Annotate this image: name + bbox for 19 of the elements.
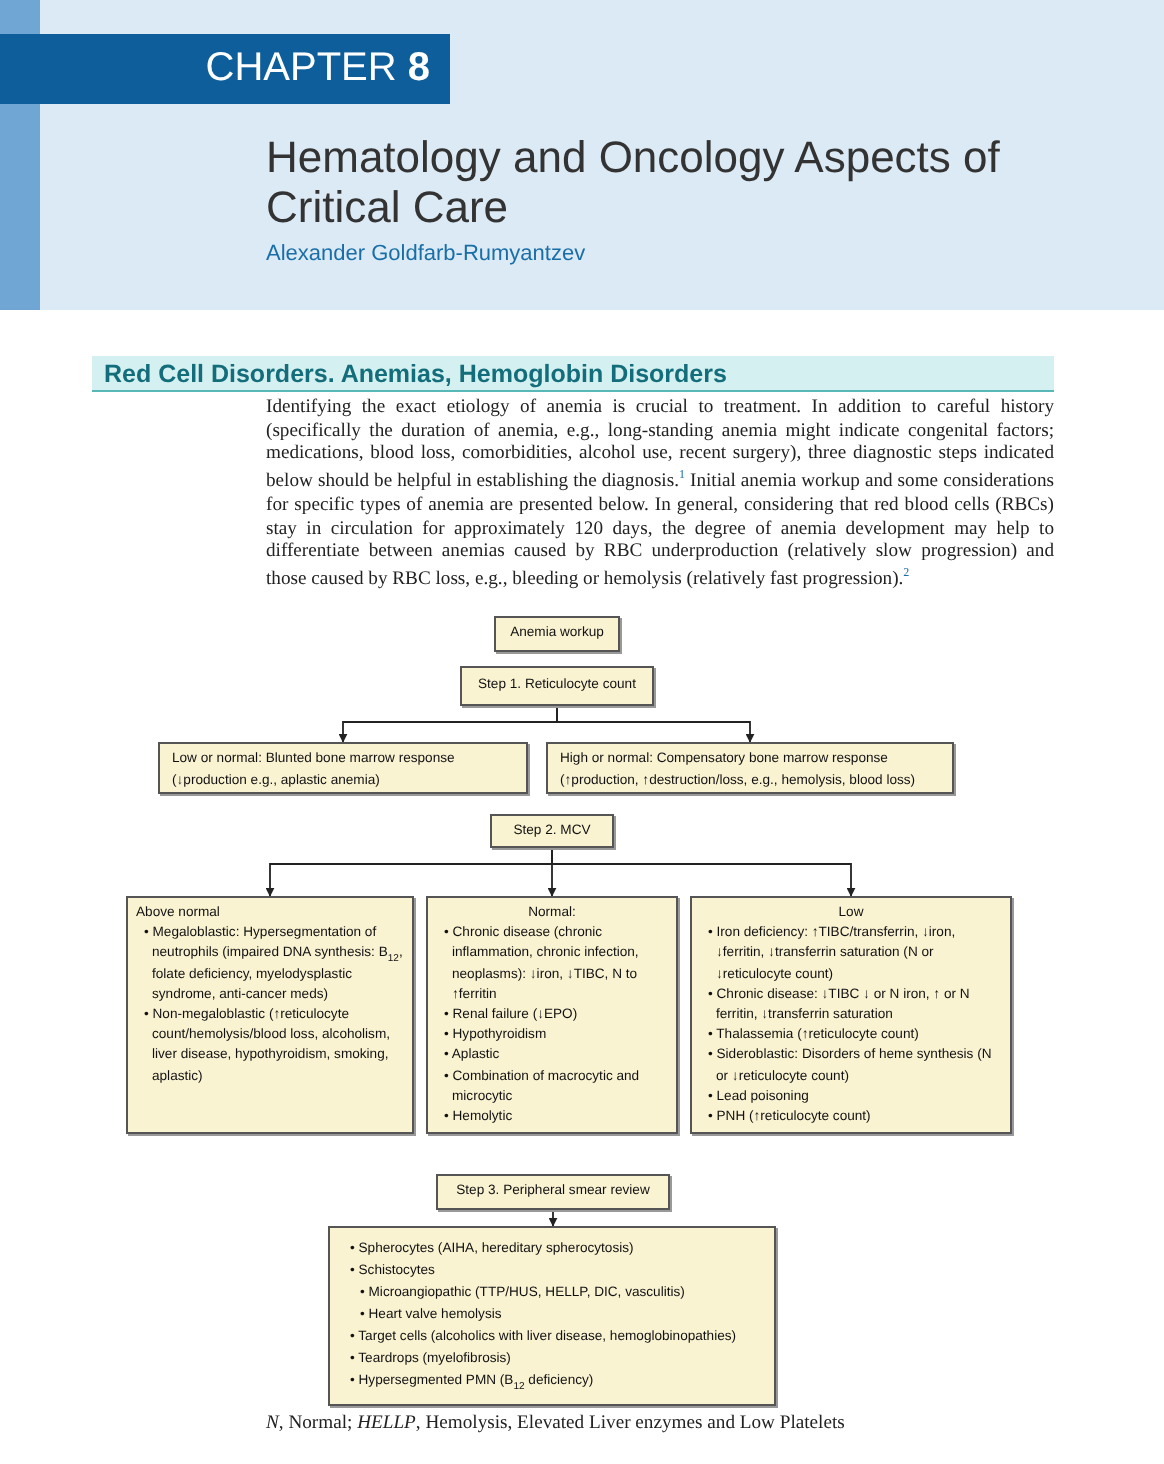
connector-arrow xyxy=(548,1209,558,1227)
chapter-title: Hematology and Oncology Aspects of Critical Care xyxy=(266,132,1002,232)
chapter-label: CHAPTER 8 xyxy=(0,34,450,104)
process-box xyxy=(490,814,614,848)
result-box xyxy=(126,896,414,1134)
connector-arrow xyxy=(551,847,856,897)
figure-caption: N, Normal; HELLP, Hemolysis, Elevated Liver enzymes and Low Platelets xyxy=(266,1412,845,1434)
section-heading: Red Cell Disorders. Anemias, Hemoglobin Disorders xyxy=(92,356,1054,392)
result-box xyxy=(690,896,1012,1134)
process-box xyxy=(494,616,620,652)
connector-arrow xyxy=(556,705,755,743)
result-box xyxy=(546,742,954,794)
result-box xyxy=(426,896,678,1134)
process-box xyxy=(436,1174,670,1210)
author-name: Alexander Goldfarb-Rumyantzev xyxy=(266,242,586,266)
body-paragraph: Identifying the exact etiology of anemia is crucial to treatment. In addition to careful history (specifically the duration of anemia, e.g., long-standing anemia might indicate congenital factors; medications, blood loss, comorbidities, alcohol use, recent surgery), three diagnostic steps indicated below should be helpful in establishing the diagnosis.$^{1}$ Initial anemia workup and some considerations for specific types of anemia are presented below. In general, considering that red blood cells (RBCs) stay in circulation for approximately 120 days, the degree of anemia development may help to differentiate between anemias caused by RBC underproduction (relatively slow progression) and those caused by RBC loss, e.g., bleeding or hemolysis (relatively fast progression).$^{2}$ xyxy=(266,396,1054,592)
process-box xyxy=(460,666,654,706)
result-box xyxy=(328,1226,776,1406)
result-box xyxy=(158,742,528,794)
